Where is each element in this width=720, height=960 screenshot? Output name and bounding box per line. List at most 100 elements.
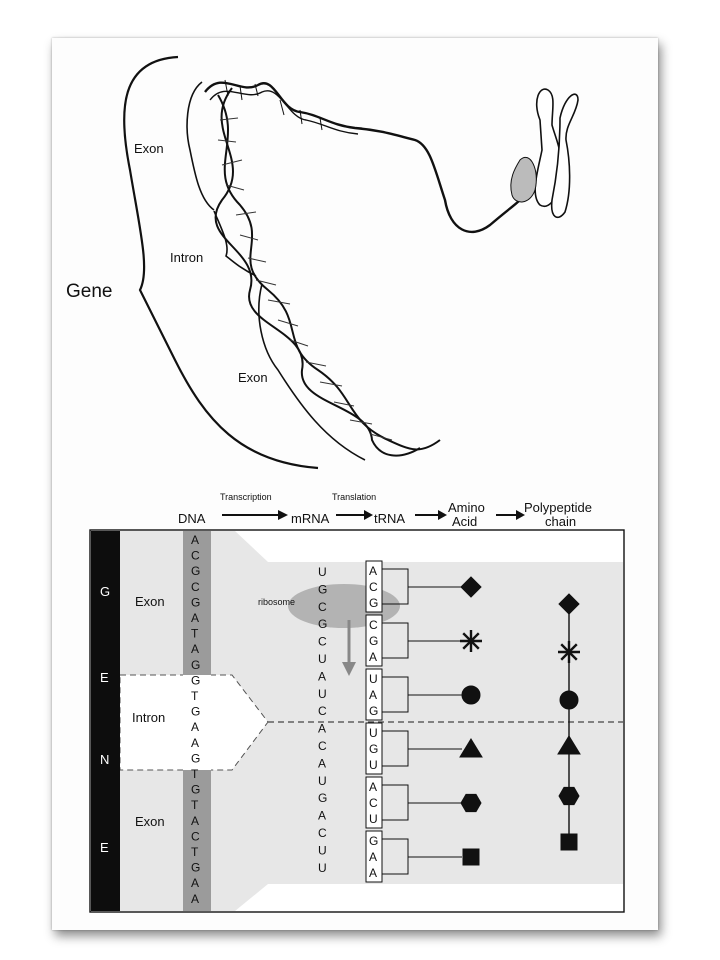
- flow-mrna: mRNA: [291, 511, 330, 526]
- mrna-base: C: [318, 635, 327, 649]
- flow-trna: tRNA: [374, 511, 405, 526]
- dna-base: A: [191, 642, 199, 656]
- mrna-base: A: [318, 669, 326, 683]
- mrna-base: A: [318, 756, 326, 770]
- trna-codon: UGU: [365, 722, 462, 775]
- gene-letter-e1: E: [100, 670, 109, 685]
- mrna-base: G: [318, 617, 327, 631]
- process-flow: DNA Transcription mRNA Translation tRNA …: [178, 492, 592, 529]
- mrna-base: A: [318, 809, 326, 823]
- arrowhead-trna: [438, 510, 447, 520]
- dna-base: G: [191, 705, 200, 719]
- gene-bar: [91, 531, 120, 911]
- mrna-base: U: [318, 843, 327, 857]
- trna-base: U: [369, 726, 378, 740]
- flow-poly-1: Polypeptide: [524, 500, 592, 515]
- dna-base: C: [191, 580, 200, 594]
- mrna-base: C: [318, 739, 327, 753]
- trna-base: C: [369, 618, 378, 632]
- dna-base: G: [191, 751, 200, 765]
- dna-base: C: [191, 829, 200, 843]
- polypeptide-chain: [557, 593, 581, 851]
- dna-base: T: [191, 845, 199, 859]
- triangle-icon: [557, 735, 581, 755]
- gene-label: Gene: [66, 281, 112, 302]
- dna-base: G: [191, 595, 200, 609]
- gene-letter-e2: E: [100, 840, 109, 855]
- dna-base: C: [191, 549, 200, 563]
- dna-base: A: [191, 720, 199, 734]
- arrowhead-transcription: [278, 510, 288, 520]
- panel-fill: [120, 531, 623, 911]
- flow-translation: Translation: [332, 492, 376, 502]
- trna-base: G: [369, 742, 378, 756]
- flow-dna: DNA: [178, 511, 206, 526]
- trna-base: U: [369, 672, 378, 686]
- dna-base: A: [191, 533, 199, 547]
- square-icon: [560, 833, 578, 851]
- hexagon-icon: [558, 786, 580, 806]
- mrna-base: U: [318, 774, 327, 788]
- dna-base: A: [191, 814, 199, 828]
- dna-base: G: [191, 783, 200, 797]
- trna-base: C: [369, 580, 378, 594]
- trna-base: U: [369, 812, 378, 826]
- exon-label-panel-2: Exon: [135, 814, 165, 829]
- trna-base: A: [369, 850, 377, 864]
- mrna-base: G: [318, 582, 327, 596]
- flow-amino-1: Amino: [448, 500, 485, 515]
- square-icon: [462, 848, 480, 866]
- dna-base: A: [191, 892, 199, 906]
- trna-base: A: [369, 780, 377, 794]
- ribosome: [288, 584, 400, 628]
- trna-base: U: [369, 758, 378, 772]
- trna-base: A: [369, 564, 377, 578]
- dna-base: A: [191, 876, 199, 890]
- mrna-base: C: [318, 704, 327, 718]
- hexagon-icon: [460, 793, 482, 813]
- trna-base: G: [369, 596, 378, 610]
- diamond-icon: [558, 593, 580, 615]
- triangle-icon: [459, 738, 483, 758]
- mrna-base: U: [318, 565, 327, 579]
- trna-base: A: [369, 688, 377, 702]
- mrna-base: U: [318, 687, 327, 701]
- mrna-base: C: [318, 600, 327, 614]
- trna-base: C: [369, 796, 378, 810]
- mrna-base: U: [318, 861, 327, 875]
- mrna-base: C: [318, 826, 327, 840]
- ribosome-arrowhead: [342, 662, 356, 676]
- mrna-base: A: [318, 722, 326, 736]
- trna-codon: GAA: [365, 830, 462, 883]
- circle-icon: [461, 685, 481, 705]
- trna-base: G: [369, 834, 378, 848]
- intron-label-top: Intron: [170, 250, 203, 265]
- trna-codon: ACU: [365, 776, 462, 829]
- exon-label-top-2: Exon: [238, 370, 268, 385]
- dna-base: A: [191, 611, 199, 625]
- flow-transcription: Transcription: [220, 492, 272, 502]
- flow-amino-2: Acid: [452, 514, 477, 529]
- exon-label-panel-1: Exon: [135, 594, 165, 609]
- trna-codon: ACG: [365, 560, 462, 613]
- trna-base: G: [369, 634, 378, 648]
- dna-base: G: [191, 564, 200, 578]
- exon-label-top-1: Exon: [134, 141, 164, 156]
- asterisk-icon: [558, 641, 580, 663]
- intron-label-panel: Intron: [132, 710, 165, 725]
- dna-base: G: [191, 658, 200, 672]
- ribosome-label: ribosome: [258, 597, 295, 607]
- trna-base: A: [369, 866, 377, 880]
- diamond-icon: [460, 576, 482, 598]
- dna-base: T: [191, 798, 199, 812]
- mrna-base: U: [318, 652, 327, 666]
- gene-letter-g: G: [100, 584, 110, 599]
- dna-column-intron: [183, 675, 211, 770]
- flow-poly-2: chain: [545, 514, 576, 529]
- mrna-base: G: [318, 791, 327, 805]
- gene-letter-n: N: [100, 752, 109, 767]
